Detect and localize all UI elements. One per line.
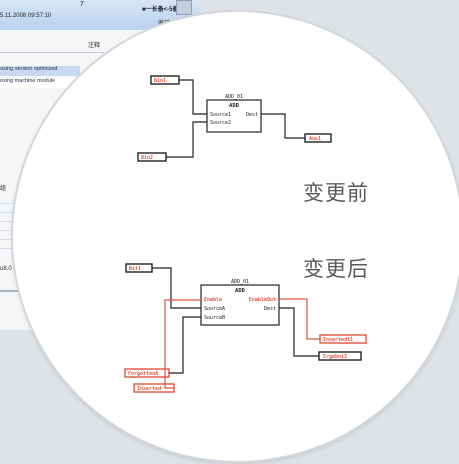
header-button[interactable] bbox=[176, 0, 192, 15]
block-instance-label: ADD_01 bbox=[225, 94, 243, 100]
diagram-before: ADD_01 ADD Source1 Source2 Dest Bin1 Bin… bbox=[137, 75, 332, 162]
magnifier-lens: .w { stroke:#222; stroke-width:1.2; fill… bbox=[13, 12, 459, 461]
output-pin-label: Dest bbox=[246, 112, 258, 118]
add-block-after bbox=[200, 284, 280, 326]
diagram-after: ADD_01 ADD Enable EnableOut SourceA Dest… bbox=[124, 263, 367, 393]
enable-pin-label: Enable bbox=[204, 297, 222, 303]
var-label: Bin2 bbox=[141, 155, 153, 161]
var-label: Aus1 bbox=[309, 136, 321, 142]
caption-before: 变更前 bbox=[303, 181, 369, 205]
var-label: Inserted bbox=[137, 386, 161, 392]
add-block-before bbox=[206, 99, 262, 133]
enable-out-pin-label: EnableOut bbox=[249, 297, 276, 303]
input2-pin-label: SourceB bbox=[204, 315, 225, 321]
var-label: Bin1 bbox=[154, 78, 166, 84]
notes-column-header: 注释 bbox=[0, 40, 104, 53]
side-label: 组 bbox=[0, 186, 7, 192]
output-pin-label: Dest bbox=[264, 306, 276, 312]
block-instance-label: ADD_01 bbox=[231, 279, 249, 285]
var-label: Ergebni2 bbox=[323, 354, 347, 360]
caption-after: 变更后 bbox=[303, 257, 369, 281]
header-status-text: ■一长备<-5备 bbox=[142, 7, 179, 13]
side-tick: u8.0 bbox=[0, 266, 12, 272]
var-label: ForgottenA bbox=[128, 371, 158, 377]
block-type-label: ADD bbox=[235, 288, 246, 294]
header-number: 7 bbox=[80, 1, 84, 8]
input1-pin-label: SourceA bbox=[204, 306, 225, 312]
input1-pin-label: Source1 bbox=[210, 112, 231, 118]
var-label: Inserted11 bbox=[323, 337, 353, 343]
list-row[interactable]: osing machine module bbox=[0, 78, 80, 88]
fbd-diagram: .w { stroke:#222; stroke-width:1.2; fill… bbox=[124, 75, 367, 393]
header-timestamp: 5.11.2008 09:57:10 bbox=[0, 13, 52, 19]
list-row[interactable]: osing version optimized bbox=[0, 66, 80, 76]
var-label: Bit1 bbox=[129, 266, 141, 272]
block-type-label: ADD bbox=[229, 103, 240, 109]
input2-pin-label: Source2 bbox=[210, 120, 231, 126]
